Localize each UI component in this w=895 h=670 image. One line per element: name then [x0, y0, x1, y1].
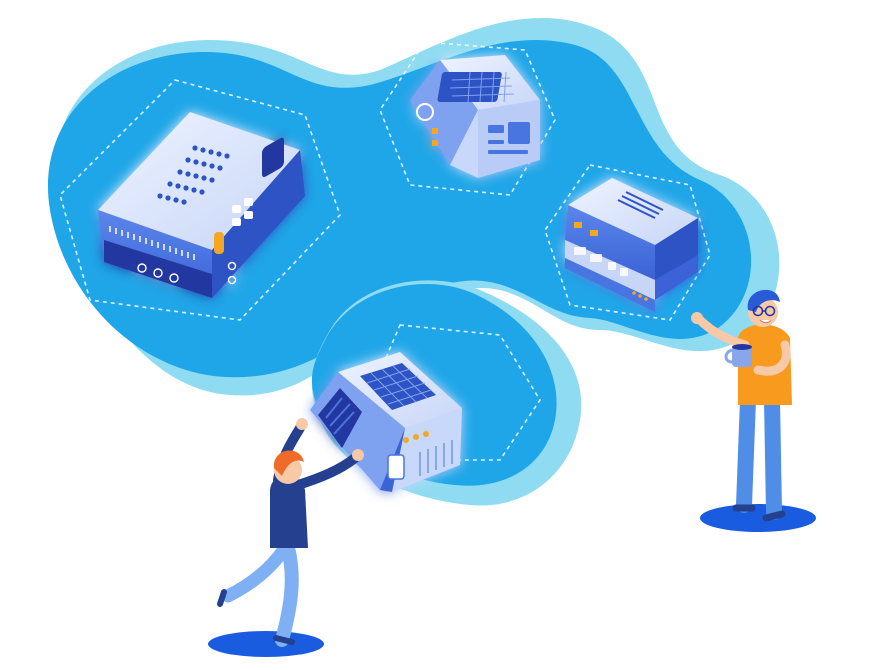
person-mug-shadow	[700, 504, 816, 532]
person-with-mug	[691, 289, 816, 532]
dashed-hexagons	[59, 41, 711, 461]
iot-gateway-icon	[410, 55, 540, 178]
person-carrying-shadow	[208, 631, 324, 657]
hexagon-outline-1	[59, 79, 341, 321]
rack-server-icon	[565, 178, 698, 312]
person-carrying-device	[208, 418, 364, 657]
server-box-icon	[98, 112, 305, 298]
hexagon-outline-3	[544, 164, 711, 321]
control-unit-icon	[310, 352, 462, 492]
hexagon-outline-4	[369, 324, 541, 461]
